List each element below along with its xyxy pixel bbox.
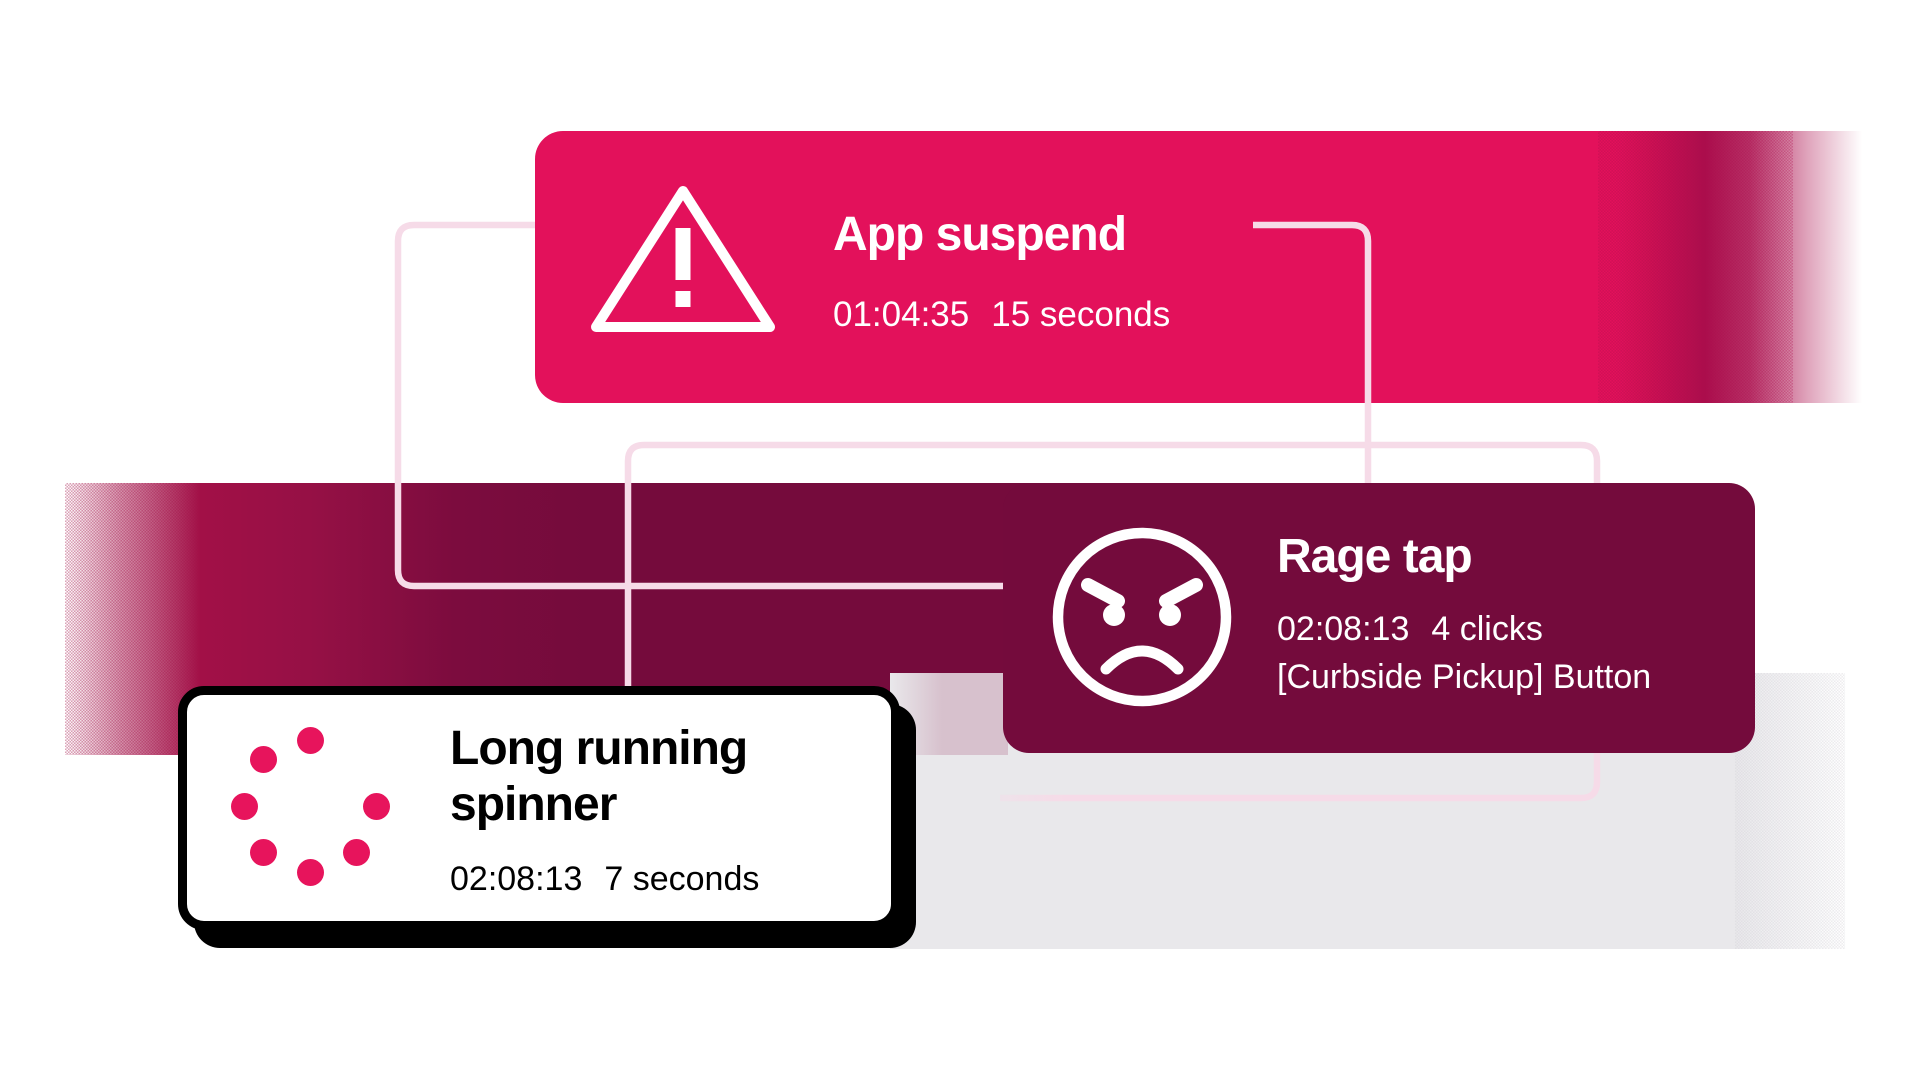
rage-tap-timestamp: 02:08:13 — [1277, 610, 1410, 648]
app-suspend-card: App suspend 01:04:35 15 seconds — [535, 131, 1862, 403]
app-suspend-timestamp: 01:04:35 — [833, 295, 970, 334]
spinner-dot — [231, 793, 258, 820]
long-running-spinner-card: Long running spinner 02:08:13 7 seconds — [178, 686, 900, 930]
spinner-dot — [297, 859, 324, 886]
spinner-dot — [250, 839, 277, 866]
rage-tap-card: Rage tap 02:08:13 4 clicks [Curbside Pick… — [1003, 483, 1755, 753]
rage-tap-title: Rage tap — [1277, 530, 1473, 583]
spinner-subtitle: 02:08:13 7 seconds — [450, 855, 759, 903]
spinner-title-line1: Long running — [450, 722, 748, 775]
spinner-dot — [363, 793, 390, 820]
spinner-title: Long running spinner — [450, 721, 748, 833]
rage-tap-line1: 02:08:13 4 clicks — [1277, 605, 1651, 653]
spinner-timestamp: 02:08:13 — [450, 860, 583, 898]
rage-tap-target: [Curbside Pickup] Button — [1277, 658, 1652, 696]
spinner-detail: 7 seconds — [604, 860, 760, 898]
spinner-dot — [250, 746, 277, 773]
spinner-dot — [343, 839, 370, 866]
app-suspend-title: App suspend — [833, 208, 1127, 261]
app-suspend-detail: 15 seconds — [991, 295, 1171, 334]
rage-tap-subtitle: 02:08:13 4 clicks [Curbside Pickup] Butto… — [1277, 605, 1651, 701]
app-suspend-subtitle: 01:04:35 15 seconds — [833, 291, 1170, 339]
angry-face-icon — [1052, 527, 1232, 707]
warning-triangle-icon — [591, 186, 775, 332]
spinner-dot — [297, 727, 324, 754]
connector-fade-out — [955, 789, 1065, 809]
rage-tap-detail: 4 clicks — [1431, 610, 1543, 648]
spinner-title-line2: spinner — [450, 778, 617, 831]
